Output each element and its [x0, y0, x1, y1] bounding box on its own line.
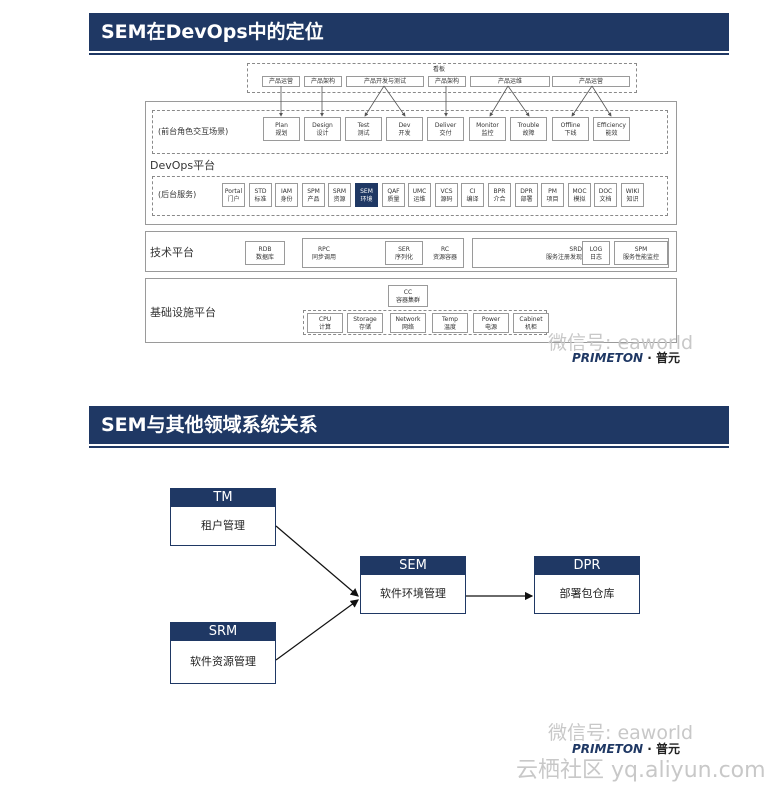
devops-platform-frame: [145, 101, 677, 225]
slide1-title: SEM在DevOps中的定位: [101, 21, 324, 43]
tech-rpc-group: [302, 238, 464, 268]
tech-platform-frame: [145, 231, 677, 272]
infra-platform-frame: [145, 278, 677, 343]
srm-box: SRM 软件资源管理: [170, 622, 276, 684]
kanban-tag: 产品开发与测试: [346, 76, 424, 87]
slide2-arrows: [275, 525, 534, 661]
kanban-tag: 产品架构: [304, 76, 342, 87]
sem-box: SEM 软件环境管理: [360, 556, 466, 614]
slide1-arrows: [279, 85, 612, 117]
dpr-box: DPR 部署包仓库: [534, 556, 640, 614]
wechat-watermark-2: 微信号: eaworld: [548, 722, 694, 744]
slide2-title-banner: SEM与其他领域系统关系: [89, 406, 729, 444]
primeton-logo-2: PRIMETON · 普元: [572, 742, 681, 756]
kanban-group: [247, 63, 637, 93]
dpr-body: 部署包仓库: [559, 587, 615, 600]
infra-platform-label: 基础设施平台: [150, 306, 216, 319]
front-scenario-group: [152, 110, 668, 154]
kanban-tag: 产品运维: [470, 76, 550, 87]
slide2-title: SEM与其他领域系统关系: [101, 414, 318, 436]
srm-body: 软件资源管理: [190, 655, 256, 668]
dpr-head: DPR: [535, 557, 639, 575]
tm-body: 租户管理: [201, 519, 245, 532]
slide2-title-underline: [89, 446, 729, 448]
yunqi-watermark: 云栖社区 yq.aliyun.com: [516, 758, 766, 783]
kanban-tag: 产品架构: [428, 76, 466, 87]
wechat-watermark-1: 微信号: eaworld: [548, 332, 694, 354]
sem-head: SEM: [361, 557, 465, 575]
backend-service-group: [152, 176, 668, 216]
srm-head: SRM: [171, 623, 275, 641]
front-scenario-label: (前台角色交互场景): [158, 127, 229, 136]
devops-platform-label: DevOps平台: [150, 159, 216, 172]
tm-head: TM: [171, 489, 275, 507]
slide1-title-banner: SEM在DevOps中的定位: [89, 13, 729, 51]
kanban-tag: 产品运营: [552, 76, 630, 87]
tech-srd-group: [472, 238, 669, 268]
kanban-label: 看板: [433, 66, 446, 73]
primeton-logo-1: PRIMETON · 普元: [572, 351, 681, 365]
slide1-title-underline: [89, 53, 729, 55]
tm-box: TM 租户管理: [170, 488, 276, 546]
tech-platform-label: 技术平台: [150, 246, 194, 259]
sem-body: 软件环境管理: [380, 587, 446, 600]
backend-service-label: (后台服务): [158, 190, 197, 199]
